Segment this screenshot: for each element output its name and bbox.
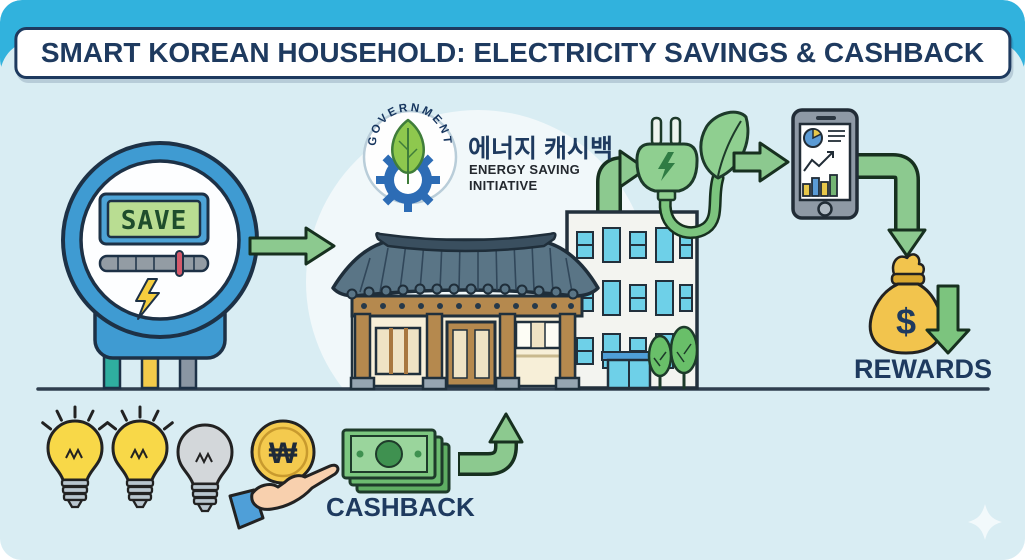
bar-chart-icon xyxy=(802,174,838,197)
hanok-window-left xyxy=(374,326,422,376)
lightbulb-off-icon xyxy=(176,423,234,513)
tree-icon xyxy=(669,325,699,389)
flow-arrow-right-meter xyxy=(248,226,336,266)
meter-display-text: SAVE xyxy=(121,206,188,236)
initiative-korean-title: 에너지 캐시백 xyxy=(468,135,613,163)
initiative-subtitle: ENERGY SAVING INITIATIVE xyxy=(469,162,580,194)
hanok-pillar-bases xyxy=(349,376,581,391)
smart-meter-icon: SAVE xyxy=(61,141,259,390)
flow-arrow-down-rewards xyxy=(925,284,971,355)
initiative-subtitle-line1: ENERGY SAVING xyxy=(469,162,581,177)
sparkle-icon xyxy=(968,504,1002,540)
text-lines xyxy=(828,130,845,142)
phone-home-button xyxy=(817,201,833,217)
hanok-beam xyxy=(350,294,584,318)
lightbulb-on-icon xyxy=(106,405,174,509)
plug-bolt-icon xyxy=(658,152,675,181)
bag-knot xyxy=(891,253,925,277)
rewards-label: REWARDS xyxy=(853,354,992,384)
flow-arrow-right-plug xyxy=(732,141,790,183)
flow-arrow-down-phone xyxy=(850,153,927,258)
usage-marker xyxy=(175,250,184,277)
hand-coin-icon: ₩ xyxy=(228,419,340,530)
hanok-eave-tiles xyxy=(346,283,579,300)
flow-arrow-up-building xyxy=(596,149,648,252)
cash-bills-icon xyxy=(341,428,451,494)
dollar-symbol: $ xyxy=(896,301,916,342)
plug-prong xyxy=(669,116,682,147)
won-symbol: ₩ xyxy=(269,437,298,470)
initiative-subtitle-line2: INITIATIVE xyxy=(469,178,538,193)
money-bag-icon: $ xyxy=(868,253,944,355)
meter-display xyxy=(106,199,202,239)
lightning-bolt-icon xyxy=(135,278,160,320)
government-badge: GOVERNMENT xyxy=(362,102,458,212)
line-chart-icon xyxy=(803,151,834,172)
open-hand xyxy=(250,463,340,511)
cashback-label: CASHBACK xyxy=(326,492,475,522)
hanok-house xyxy=(331,231,600,391)
plug-prong xyxy=(650,116,663,147)
title-banner: SMART KOREAN HOUSEHOLD: ELECTRICITY SAVI… xyxy=(13,27,1012,79)
hanok-ridge xyxy=(375,231,557,253)
flow-arrow-up-cashback xyxy=(458,412,524,476)
lightbulb-on-icon xyxy=(41,405,109,509)
eco-plug-icon xyxy=(635,110,750,239)
page-title: SMART KOREAN HOUSEHOLD: ELECTRICITY SAVI… xyxy=(40,37,985,68)
phone-speaker xyxy=(816,116,836,120)
smartphone-icon xyxy=(791,108,859,220)
hanok-pillars xyxy=(353,312,577,382)
